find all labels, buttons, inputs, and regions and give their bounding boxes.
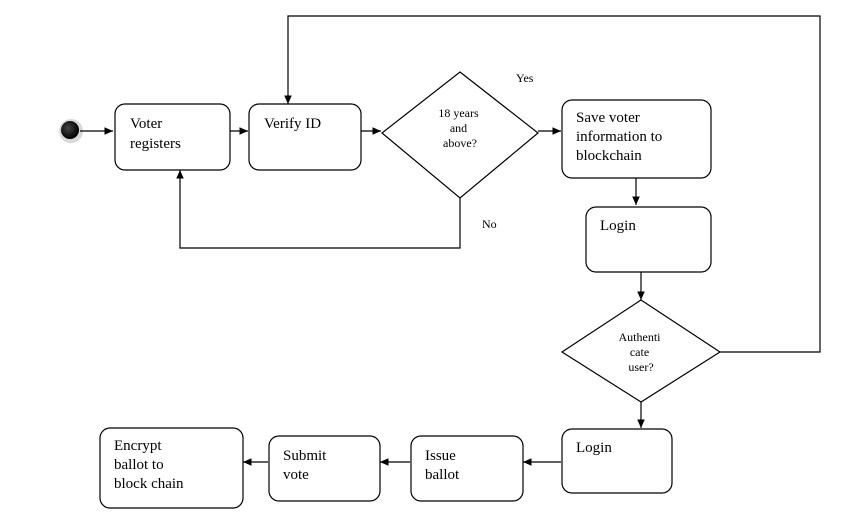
verify-id-node: Verify ID [248,103,362,171]
save-voter-line-3: blockchain [576,148,642,164]
submit-vote-node: Submit vote [268,435,381,502]
encrypt-ballot-line-1: Encrypt [114,438,162,454]
issue-ballot-line-1: Issue [425,448,456,464]
edges [80,15,821,466]
voter-registers-line-2: registers [130,136,181,152]
edge-label-yes: Yes [516,71,534,85]
svg-text:Login: Login [600,218,636,234]
voter-registers-node: Voter registers [114,103,231,171]
edge-authenticate-back-to-verify [284,15,821,353]
age-check-line-1: 18 years [438,106,479,120]
authenticate-line-1: Authenti [619,330,662,344]
issue-ballot-line-2: ballot [425,467,460,483]
login-node-2: Login [561,428,673,494]
svg-text:Encrypt ballot to: Encrypt ballot to block chain [114,438,184,492]
login-2-line-1: Login [576,440,612,456]
issue-ballot-node: Issue ballot [410,435,524,502]
voter-registers-line-1: Voter [130,116,162,132]
edge-label-no: No [482,217,497,231]
encrypt-ballot-line-2: ballot to [114,457,164,473]
save-voter-node: Save voter information to blockchain [561,99,712,179]
svg-text:Voter registers: Voter registers [130,116,181,152]
authenticate-decision: Authenti cate user? [560,299,722,403]
svg-text:Verify ID: Verify ID [264,116,321,132]
svg-text:18 years and above: 18 years and above? [438,106,481,150]
svg-text:Submit vote: Submit vote [283,448,330,483]
age-check-line-3: above? [443,136,477,150]
login-1-line-1: Login [600,218,636,234]
login-node-1: Login [585,206,712,273]
submit-vote-line-1: Submit [283,448,327,464]
edge-age-no-to-register [176,170,461,249]
save-voter-line-1: Save voter [576,110,640,126]
encrypt-ballot-line-3: block chain [114,476,184,492]
svg-text:Save voter information t: Save voter information to blockchain [576,110,666,164]
age-check-decision: 18 years and above? [381,71,539,199]
authenticate-line-2: cate [630,345,649,359]
age-check-line-2: and [450,121,467,135]
svg-text:Issue ballot: Issue ballot [425,448,460,483]
authenticate-line-3: user? [628,360,653,374]
save-voter-line-2: information to [576,129,662,145]
verify-id-line-1: Verify ID [264,116,321,132]
svg-text:Login: Login [576,440,612,456]
start-node [59,119,83,143]
submit-vote-line-2: vote [283,467,309,483]
svg-text:Authenti cate user: Authenti cate user? [619,330,664,374]
encrypt-ballot-node: Encrypt ballot to block chain [99,427,244,509]
